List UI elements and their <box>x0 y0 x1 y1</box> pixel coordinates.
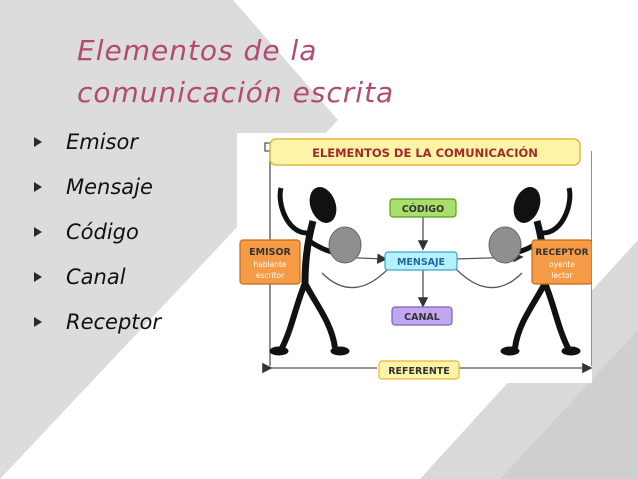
receptor-sub-2: lector <box>551 271 573 280</box>
bullet-icon <box>34 137 42 147</box>
referente-box <box>378 360 460 380</box>
emisor-label: EMISOR <box>249 247 291 258</box>
canal-label: CANAL <box>404 312 440 323</box>
list-item-emisor: Emisor <box>66 130 138 154</box>
receptor-box <box>531 239 592 285</box>
list-item-codigo: Código <box>66 220 139 244</box>
receptor-sub-1: oyente <box>549 260 575 269</box>
list-item: Receptor <box>34 310 161 355</box>
emisor-sub-1: hablante <box>253 260 286 269</box>
list-item: Código <box>34 220 161 265</box>
slide-title-line-1: Elementos de la <box>77 34 318 67</box>
bullet-icon <box>34 182 42 192</box>
bullet-icon <box>34 272 42 282</box>
emisor-box <box>239 239 301 285</box>
referente-label: REFERENTE <box>388 366 450 377</box>
emisor-figure-icon <box>269 187 362 356</box>
list-item: Canal <box>34 265 161 310</box>
mensaje-box <box>384 251 458 271</box>
canal-box <box>391 306 453 326</box>
bullet-icon <box>34 317 42 327</box>
mensaje-label: MENSAJE <box>397 257 445 268</box>
codigo-label: CÓDIGO <box>402 203 444 215</box>
slide-title: Elementos de la comunicación escrita <box>77 30 394 114</box>
list-item: Emisor <box>34 130 161 175</box>
slide-title-line-2: comunicación escrita <box>77 76 395 109</box>
bullet-icon <box>34 227 42 237</box>
receptor-label: RECEPTOR <box>535 248 588 258</box>
list-item-receptor: Receptor <box>66 310 162 334</box>
communication-diagram: ELEMENTOS DE LA COMUNICACIÓN CÓDIGO MENS… <box>237 133 592 383</box>
codigo-box <box>389 198 457 218</box>
emisor-sub-2: escritor <box>256 271 285 280</box>
element-list: Emisor Mensaje Código Canal Receptor <box>34 130 161 355</box>
list-item-canal: Canal <box>66 265 126 289</box>
diagram-heading: ELEMENTOS DE LA COMUNICACIÓN <box>312 145 538 160</box>
list-item: Mensaje <box>34 175 161 220</box>
list-item-mensaje: Mensaje <box>66 175 153 199</box>
diagram-heading-box <box>269 138 581 166</box>
